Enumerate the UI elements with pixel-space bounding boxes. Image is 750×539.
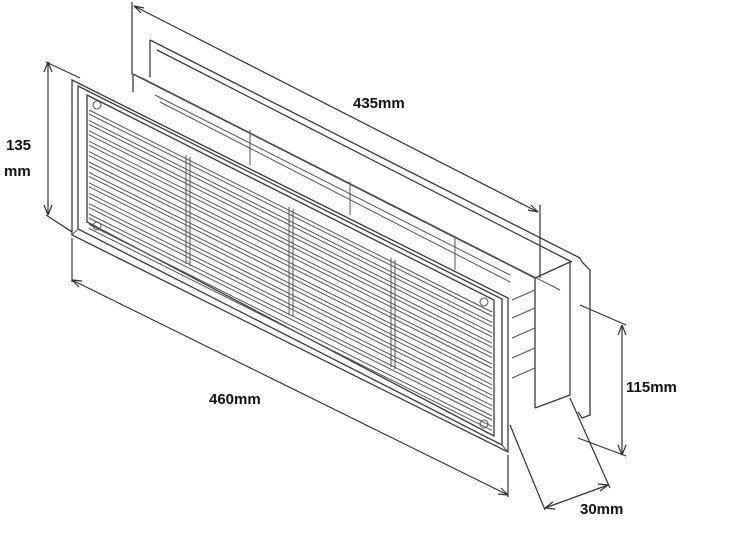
dimension-label-460mm: 460mm [209,391,261,408]
screw-holes [92,100,489,429]
back-fins [154,94,511,283]
dimension-115mm: 115mm [577,304,677,457]
louvre-slat [88,109,493,317]
louvre-slat [88,223,493,431]
louvre-slat [88,161,493,369]
dimension-label-30mm: 30mm [580,501,623,518]
louvre-slat [88,151,493,359]
dimension-460mm: 460mm [71,238,509,497]
louvre-slat [88,171,493,379]
louvre-slat [88,213,493,421]
louvre-slat [88,182,493,390]
louvre-slat [88,140,493,348]
dimension-435mm: 435mm [131,2,541,278]
louvre-slat [88,192,493,400]
dimension-label-435mm: 435mm [353,95,405,112]
louvre-slat [88,119,493,327]
dimension-135mm: 135 mm [4,61,81,233]
dimension-label-115mm: 115mm [626,379,677,396]
slat-dividers [185,155,396,369]
louvre-slat [88,203,493,411]
front-frame [71,78,509,454]
louvre-slat [88,130,493,338]
dimension-label-135: 135 [6,137,31,154]
dimension-label-135-unit: mm [4,163,31,180]
dimension-30mm: 30mm [509,397,623,518]
back-sleeve [132,39,591,419]
louvre-slats [88,109,493,431]
